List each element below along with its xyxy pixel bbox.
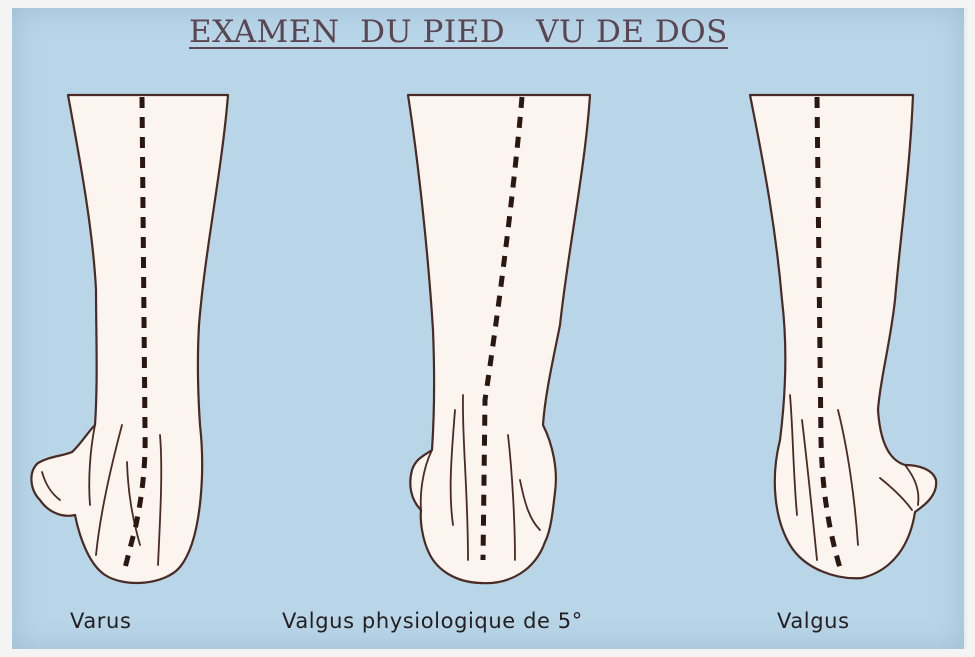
caption-valgus: Valgus [777, 609, 850, 633]
foot-physiologique-outline [408, 95, 590, 583]
foot-valgus [750, 95, 936, 578]
caption-valgus-physiologique: Valgus physiologique de 5° [282, 609, 583, 633]
foot-varus [31, 95, 228, 583]
foot-physiologique [408, 95, 590, 583]
foot-varus-outline [31, 95, 228, 583]
caption-varus: Varus [70, 609, 132, 633]
